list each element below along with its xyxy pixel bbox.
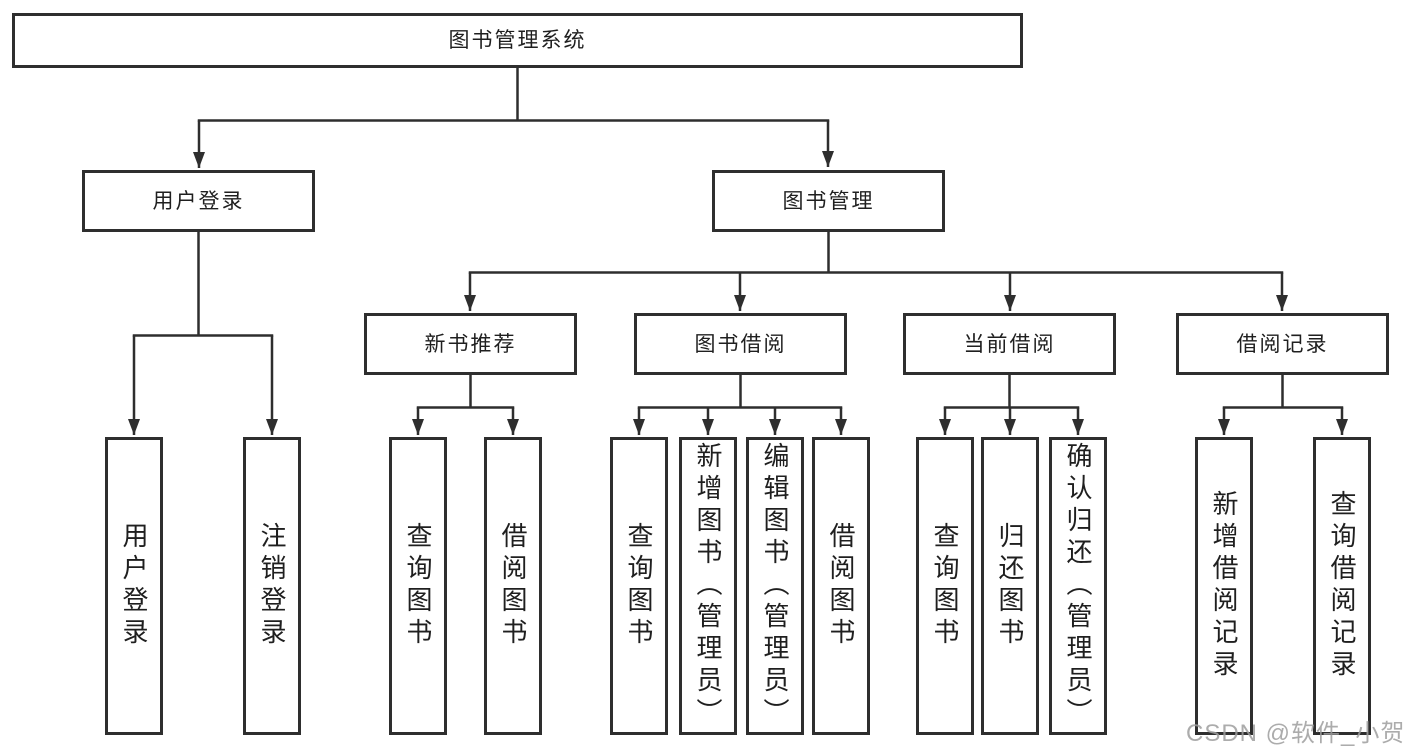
leaf-add-borrow-record: 新增借阅记录 <box>1195 437 1253 735</box>
node-user-login: 用户登录 <box>82 170 315 232</box>
leaf-confirm-return-admin: 确认归还（管理员） <box>1049 437 1107 735</box>
leaf-edit-book-admin: 编辑图书（管理员） <box>746 437 804 735</box>
leaf-add-book-admin: 新增图书（管理员） <box>679 437 737 735</box>
leaf-logout: 注销登录 <box>243 437 301 735</box>
leaf-borrow-books-recommend: 借阅图书 <box>484 437 542 735</box>
leaf-user-login: 用户登录 <box>105 437 163 735</box>
node-book-borrowing: 图书借阅 <box>634 313 847 375</box>
node-borrowing-records: 借阅记录 <box>1176 313 1389 375</box>
leaf-query-borrow-record: 查询借阅记录 <box>1313 437 1371 735</box>
leaf-query-books-current: 查询图书 <box>916 437 974 735</box>
node-current-borrowing: 当前借阅 <box>903 313 1116 375</box>
node-root-library-system: 图书管理系统 <box>12 13 1023 68</box>
watermark: CSDN @软件_小贺同学 <box>1186 720 1405 747</box>
leaf-return-book: 归还图书 <box>981 437 1039 735</box>
leaf-query-books-recommend: 查询图书 <box>389 437 447 735</box>
node-new-book-recommend: 新书推荐 <box>364 313 577 375</box>
leaf-query-books-borrow: 查询图书 <box>610 437 668 735</box>
node-book-management: 图书管理 <box>712 170 945 232</box>
leaf-borrow-books-borrow: 借阅图书 <box>812 437 870 735</box>
